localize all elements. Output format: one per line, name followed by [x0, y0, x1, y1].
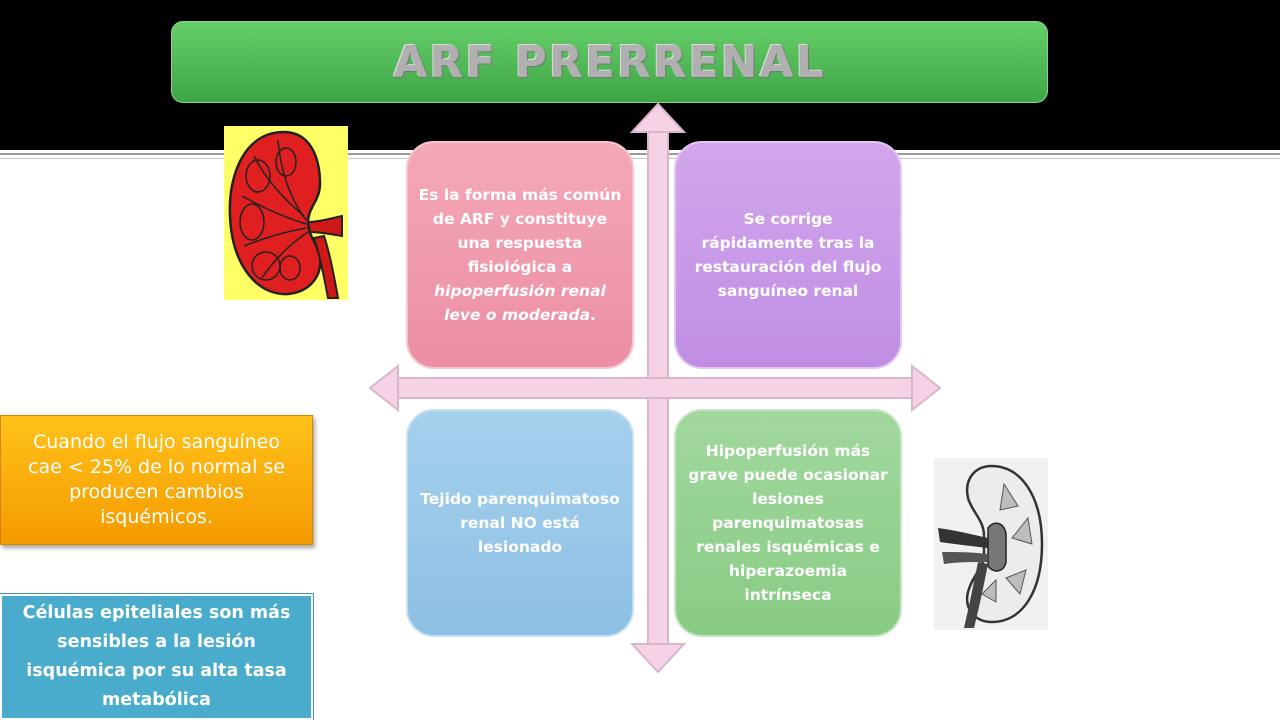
- quadrant-top-right-text: Se corrige rápidamente tras la restaurac…: [694, 210, 882, 300]
- quadrant-top-left-plain: Es la forma más común de ARF y constituy…: [418, 186, 622, 276]
- note-epithelial-cells-text: Células epiteliales son más sensibles a …: [22, 603, 291, 710]
- title-bar: ARF PRERRENAL: [171, 21, 1048, 103]
- note-ischemic-threshold-text: Cuando el flujo sanguíneo cae < 25% de l…: [28, 431, 285, 528]
- quadrant-bottom-right: Hipoperfusión más grave puede ocasionar …: [674, 409, 902, 637]
- quadrant-bottom-left-text: Tejido parenquimatoso renal NO está lesi…: [420, 490, 620, 556]
- page-title: ARF PRERRENAL: [393, 36, 826, 88]
- divider-line-thin: [0, 158, 1280, 159]
- quadrant-top-right: Se corrige rápidamente tras la restaurac…: [674, 141, 902, 369]
- kidney-illustration-red: [224, 126, 348, 300]
- quadrant-top-left-text: Es la forma más común de ARF y constituy…: [418, 183, 622, 327]
- quadrant-bottom-right-text: Hipoperfusión más grave puede ocasionar …: [688, 442, 888, 604]
- note-ischemic-threshold: Cuando el flujo sanguíneo cae < 25% de l…: [0, 415, 313, 545]
- quadrant-bottom-left: Tejido parenquimatoso renal NO está lesi…: [406, 409, 634, 637]
- divider-line: [0, 153, 1280, 155]
- quadrant-top-left-end: .: [590, 306, 596, 324]
- note-epithelial-cells: Células epiteliales son más sensibles a …: [0, 593, 314, 720]
- quadrant-top-left: Es la forma más común de ARF y constituy…: [406, 141, 634, 369]
- kidney-cross-section-icon: [934, 458, 1048, 630]
- quadrant-top-left-italic: hipoperfusión renal leve o moderada: [434, 282, 606, 324]
